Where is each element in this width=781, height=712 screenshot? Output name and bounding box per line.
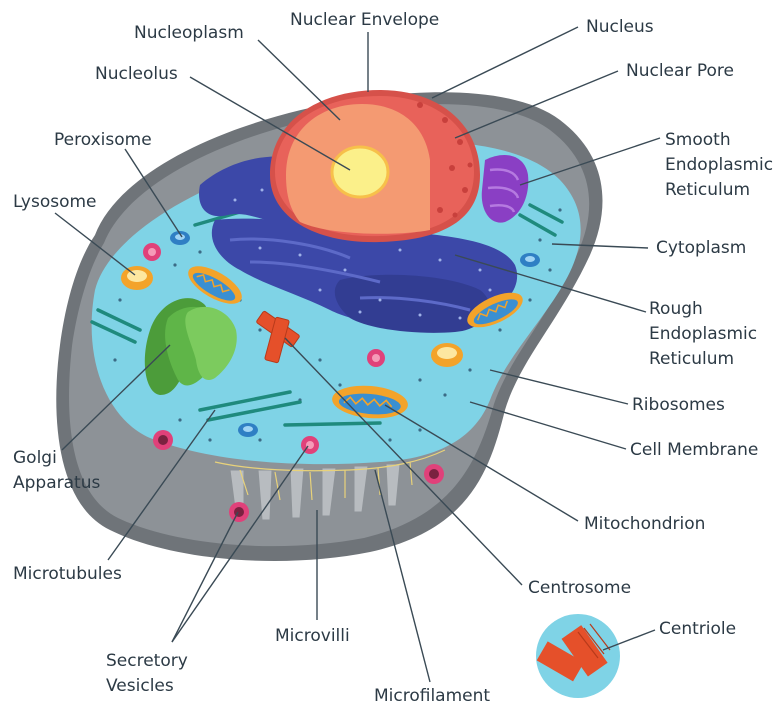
centriole-inset [536, 614, 620, 698]
label-golgi-line1: Golgi [13, 446, 57, 471]
label-nucleoplasm: Nucleoplasm [134, 21, 244, 46]
label-nuclear-envelope: Nuclear Envelope [290, 8, 439, 33]
label-microvilli: Microvilli [275, 624, 350, 649]
label-secretory-vesicles-line1: Secretory [106, 649, 188, 674]
label-rough-er-line3: Reticulum [649, 347, 734, 372]
label-microfilament: Microfilament [374, 684, 490, 709]
label-smooth-er-line3: Reticulum [665, 178, 750, 203]
label-golgi-line2: Apparatus [13, 471, 100, 496]
label-smooth-er-line2: Endoplasmic [665, 153, 773, 178]
label-secretory-vesicles-line2: Vesicles [106, 674, 174, 699]
nucleus [270, 90, 480, 242]
label-nuclear-pore: Nuclear Pore [626, 59, 734, 84]
label-lysosome: Lysosome [13, 190, 97, 215]
label-microtubules: Microtubules [13, 562, 122, 587]
label-cell-membrane: Cell Membrane [630, 438, 758, 463]
label-cytoplasm: Cytoplasm [656, 236, 746, 261]
label-rough-er-line1: Rough [649, 297, 703, 322]
label-centrosome: Centrosome [528, 576, 631, 601]
label-ribosomes: Ribosomes [632, 393, 725, 418]
label-mitochondrion: Mitochondrion [584, 512, 705, 537]
label-rough-er-line2: Endoplasmic [649, 322, 757, 347]
label-peroxisome: Peroxisome [54, 128, 152, 153]
label-nucleus: Nucleus [586, 15, 654, 40]
label-smooth-er-line1: Smooth [665, 128, 731, 153]
label-nucleolus: Nucleolus [95, 62, 178, 87]
nucleolus [332, 147, 388, 197]
label-centriole: Centriole [659, 617, 736, 642]
